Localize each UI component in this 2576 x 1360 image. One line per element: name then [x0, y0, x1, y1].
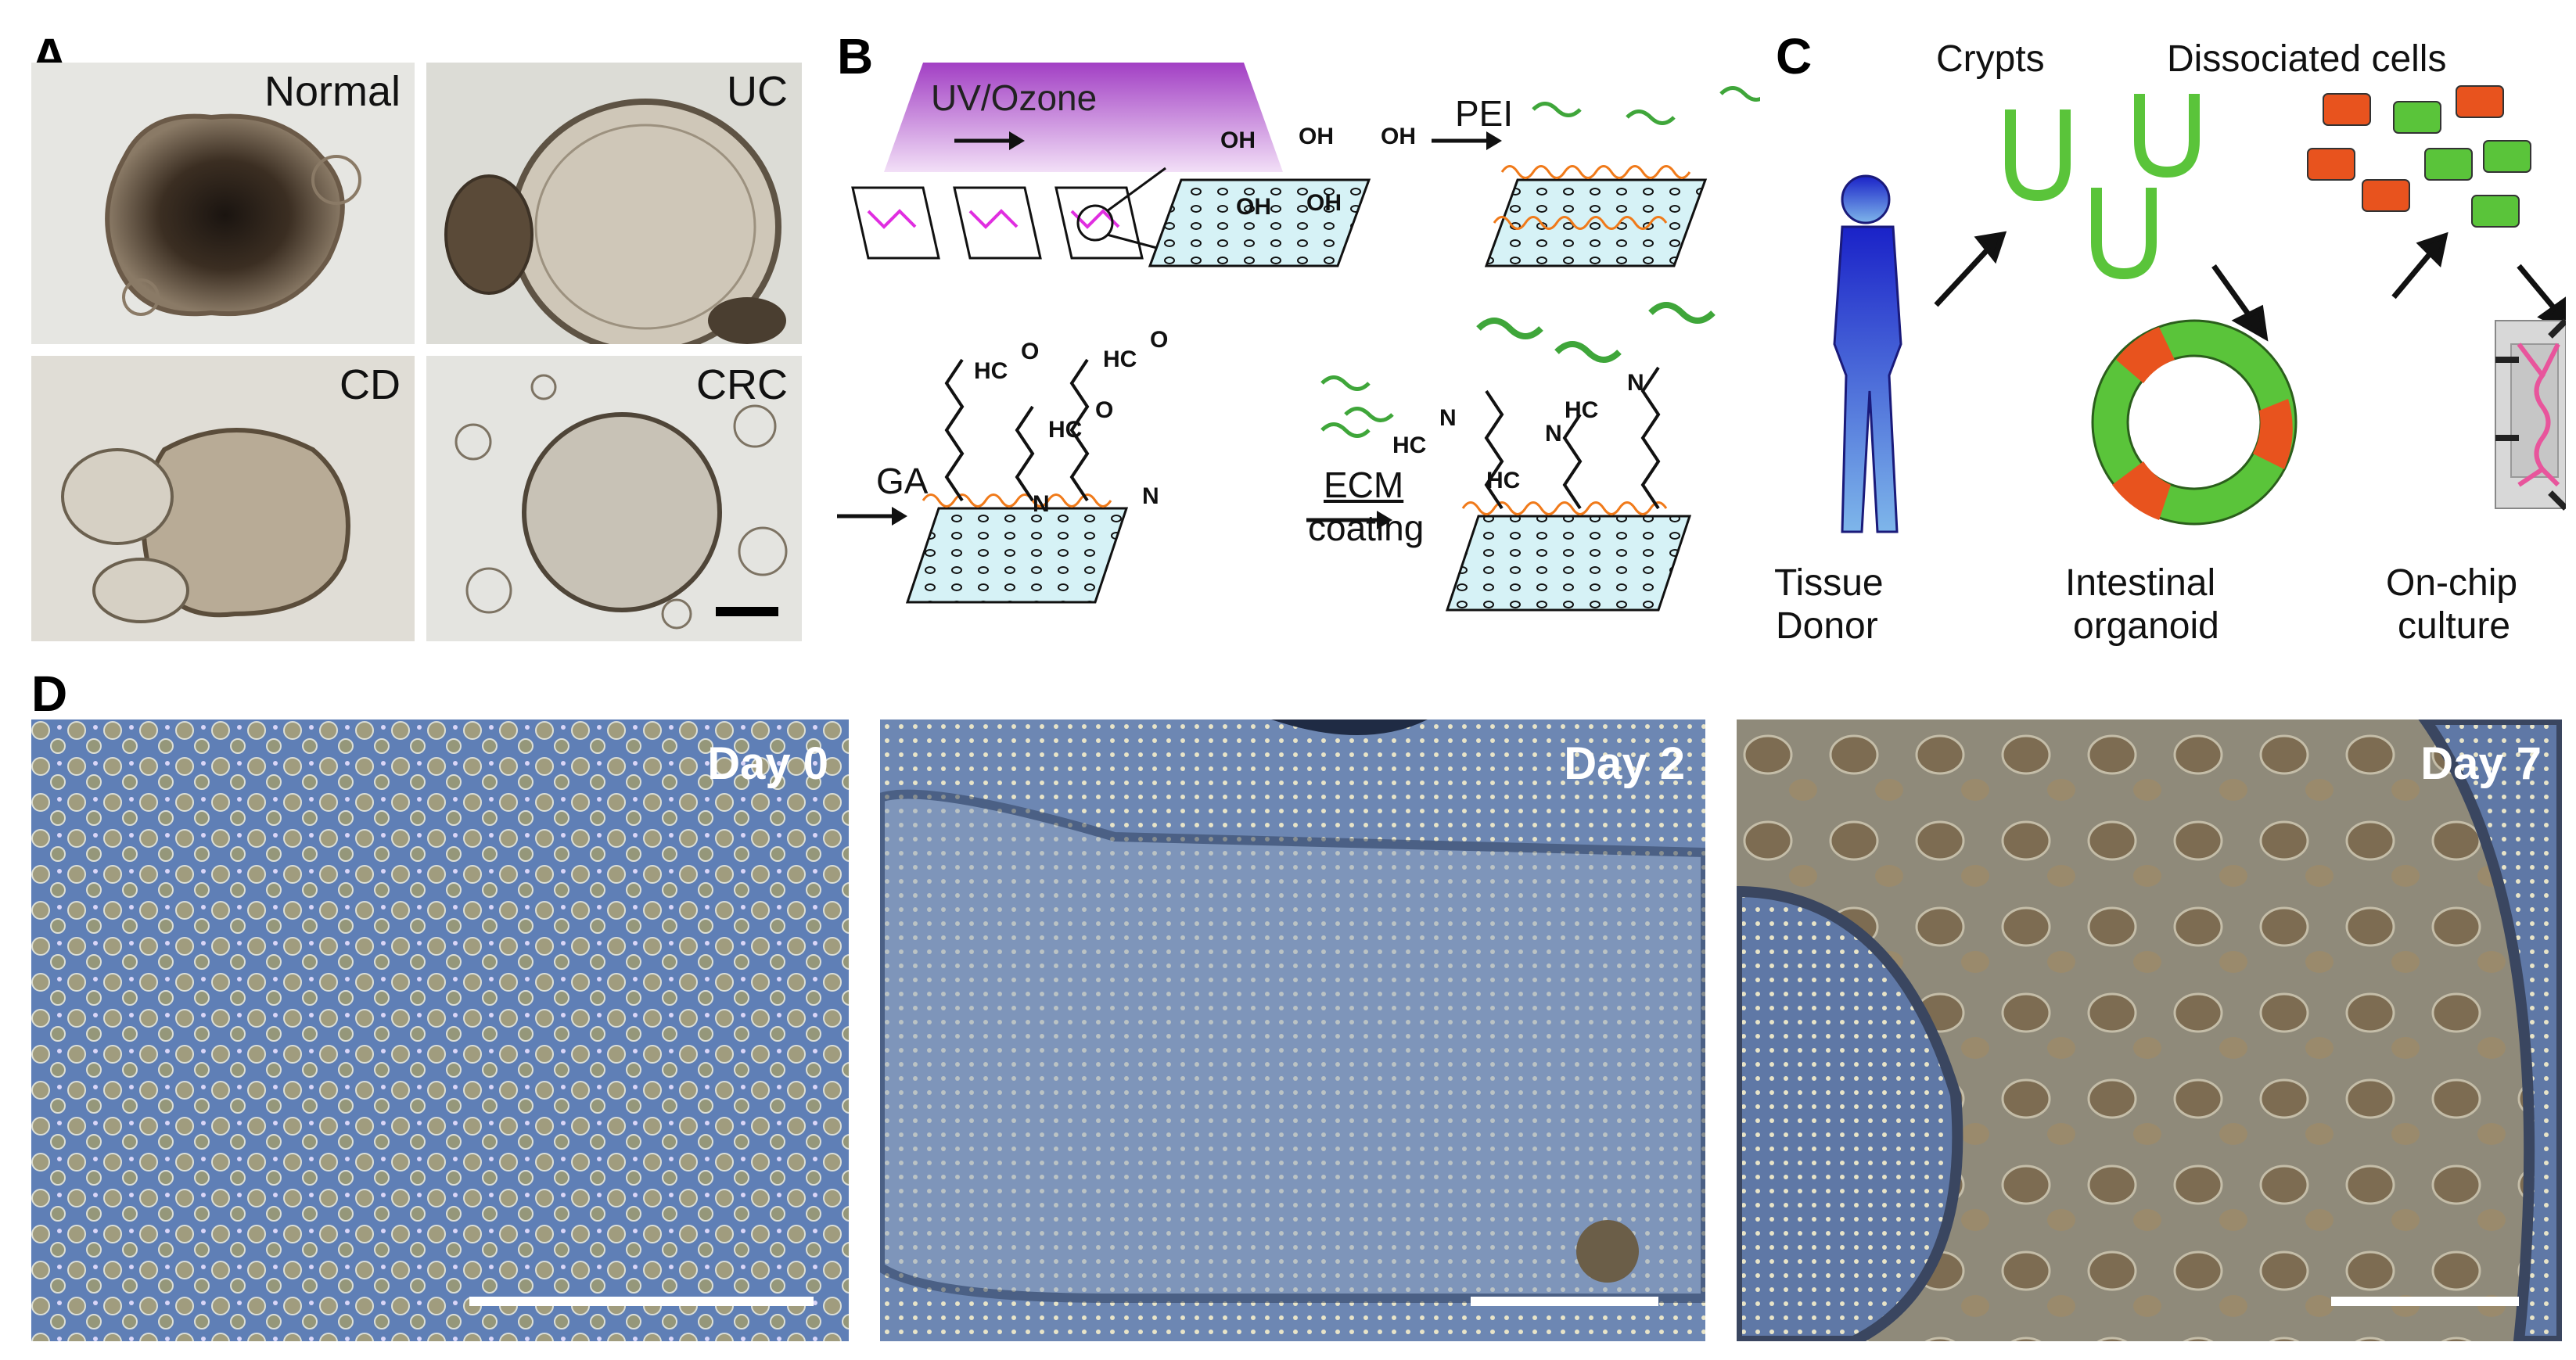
scale-bar-day-0 — [469, 1297, 814, 1306]
oh-label-2: OH — [1299, 124, 1334, 149]
day-7-image — [1737, 719, 2562, 1341]
organoid-uc-image — [444, 99, 786, 344]
organoid-workflow-schematic — [1833, 85, 2566, 533]
ecm-label: ECM — [1324, 465, 1404, 505]
intestinal-organoid-icon — [2091, 319, 2298, 526]
o-label-1: O — [1021, 339, 1040, 364]
day-2-image — [880, 719, 1705, 1341]
on-chip-culture-label-line1: On-chip — [2386, 562, 2518, 604]
hc-label-3: HC — [1048, 417, 1083, 443]
panel-b-letter: B — [837, 28, 874, 84]
day-2-label: Day 2 — [1564, 738, 1685, 789]
hc-label-5: HC — [1486, 468, 1521, 493]
oh-label-5: OH — [1306, 190, 1342, 216]
crypts-label: Crypts — [1936, 38, 2045, 80]
ga-label: GA — [876, 461, 929, 501]
day-0-image — [31, 719, 849, 1341]
day-0-label: Day 0 — [707, 738, 828, 789]
oh-label-4: OH — [1236, 194, 1271, 220]
uv-ozone-label: UV/Ozone — [931, 77, 1098, 118]
hc-label-2: HC — [1103, 346, 1137, 372]
micrograph-cd: CD — [31, 356, 415, 641]
hc-label-1: HC — [974, 358, 1008, 384]
oh-label-1: OH — [1220, 127, 1256, 153]
coating-label: coating — [1308, 508, 1425, 548]
label-normal: Normal — [264, 68, 401, 115]
tissue-donor-label-line2: Donor — [1776, 605, 1878, 647]
tissue-donor-label-line1: Tissue — [1774, 562, 1884, 604]
membrane-3 — [905, 507, 1129, 604]
micrograph-day-2: Day 2 — [880, 719, 1705, 1341]
panel-c-letter: C — [1776, 28, 1813, 84]
n-label-1: N — [1033, 491, 1050, 517]
micrograph-day-0: Day 0 — [31, 719, 849, 1341]
surface-chemistry-schematic — [837, 63, 1760, 612]
membrane-1 — [1148, 178, 1371, 267]
tissue-donor-figure — [1833, 174, 1902, 533]
n-label-3: N — [1439, 405, 1457, 431]
label-crc: CRC — [696, 361, 788, 408]
micrograph-crc: CRC — [426, 356, 802, 641]
organoid-cd-image — [61, 428, 350, 623]
oh-label-3: OH — [1381, 124, 1416, 149]
chip-icons — [851, 186, 1144, 260]
n-label-4: N — [1545, 421, 1562, 447]
membrane-4 — [1445, 515, 1692, 612]
label-cd: CD — [340, 361, 401, 408]
dissociated-cell-icons — [2307, 85, 2531, 228]
n-label-2: N — [1142, 483, 1159, 509]
o-label-3: O — [1095, 397, 1114, 423]
membrane-2 — [1484, 178, 1708, 267]
on-chip-culture-photo — [2495, 318, 2566, 511]
organoid-crc-image — [454, 374, 788, 630]
micrograph-uc: UC — [426, 63, 802, 344]
scale-bar-day-2 — [1471, 1297, 1658, 1306]
scale-bar-day-7 — [2331, 1297, 2519, 1306]
hc-label-6: HC — [1565, 397, 1599, 423]
o-label-2: O — [1150, 327, 1169, 353]
crypt-icons — [2005, 94, 2200, 280]
micrograph-day-7: Day 7 — [1737, 719, 2562, 1341]
organoid-normal-image — [105, 113, 361, 317]
micrograph-normal: Normal — [31, 63, 415, 344]
intestinal-organoid-label-line1: Intestinal — [2065, 562, 2216, 604]
n-label-5: N — [1627, 370, 1644, 396]
uv-beam — [884, 63, 1283, 172]
scale-bar-a — [716, 607, 778, 616]
on-chip-culture-label-line2: culture — [2398, 605, 2511, 647]
pei-label: PEI — [1455, 93, 1514, 134]
dissociated-cells-label: Dissociated cells — [2167, 38, 2447, 80]
panel-d-letter: D — [31, 666, 68, 722]
label-uc: UC — [727, 68, 788, 115]
intestinal-organoid-label-line2: organoid — [2073, 605, 2219, 647]
hc-label-4: HC — [1392, 432, 1427, 458]
day-7-label: Day 7 — [2420, 738, 2542, 789]
